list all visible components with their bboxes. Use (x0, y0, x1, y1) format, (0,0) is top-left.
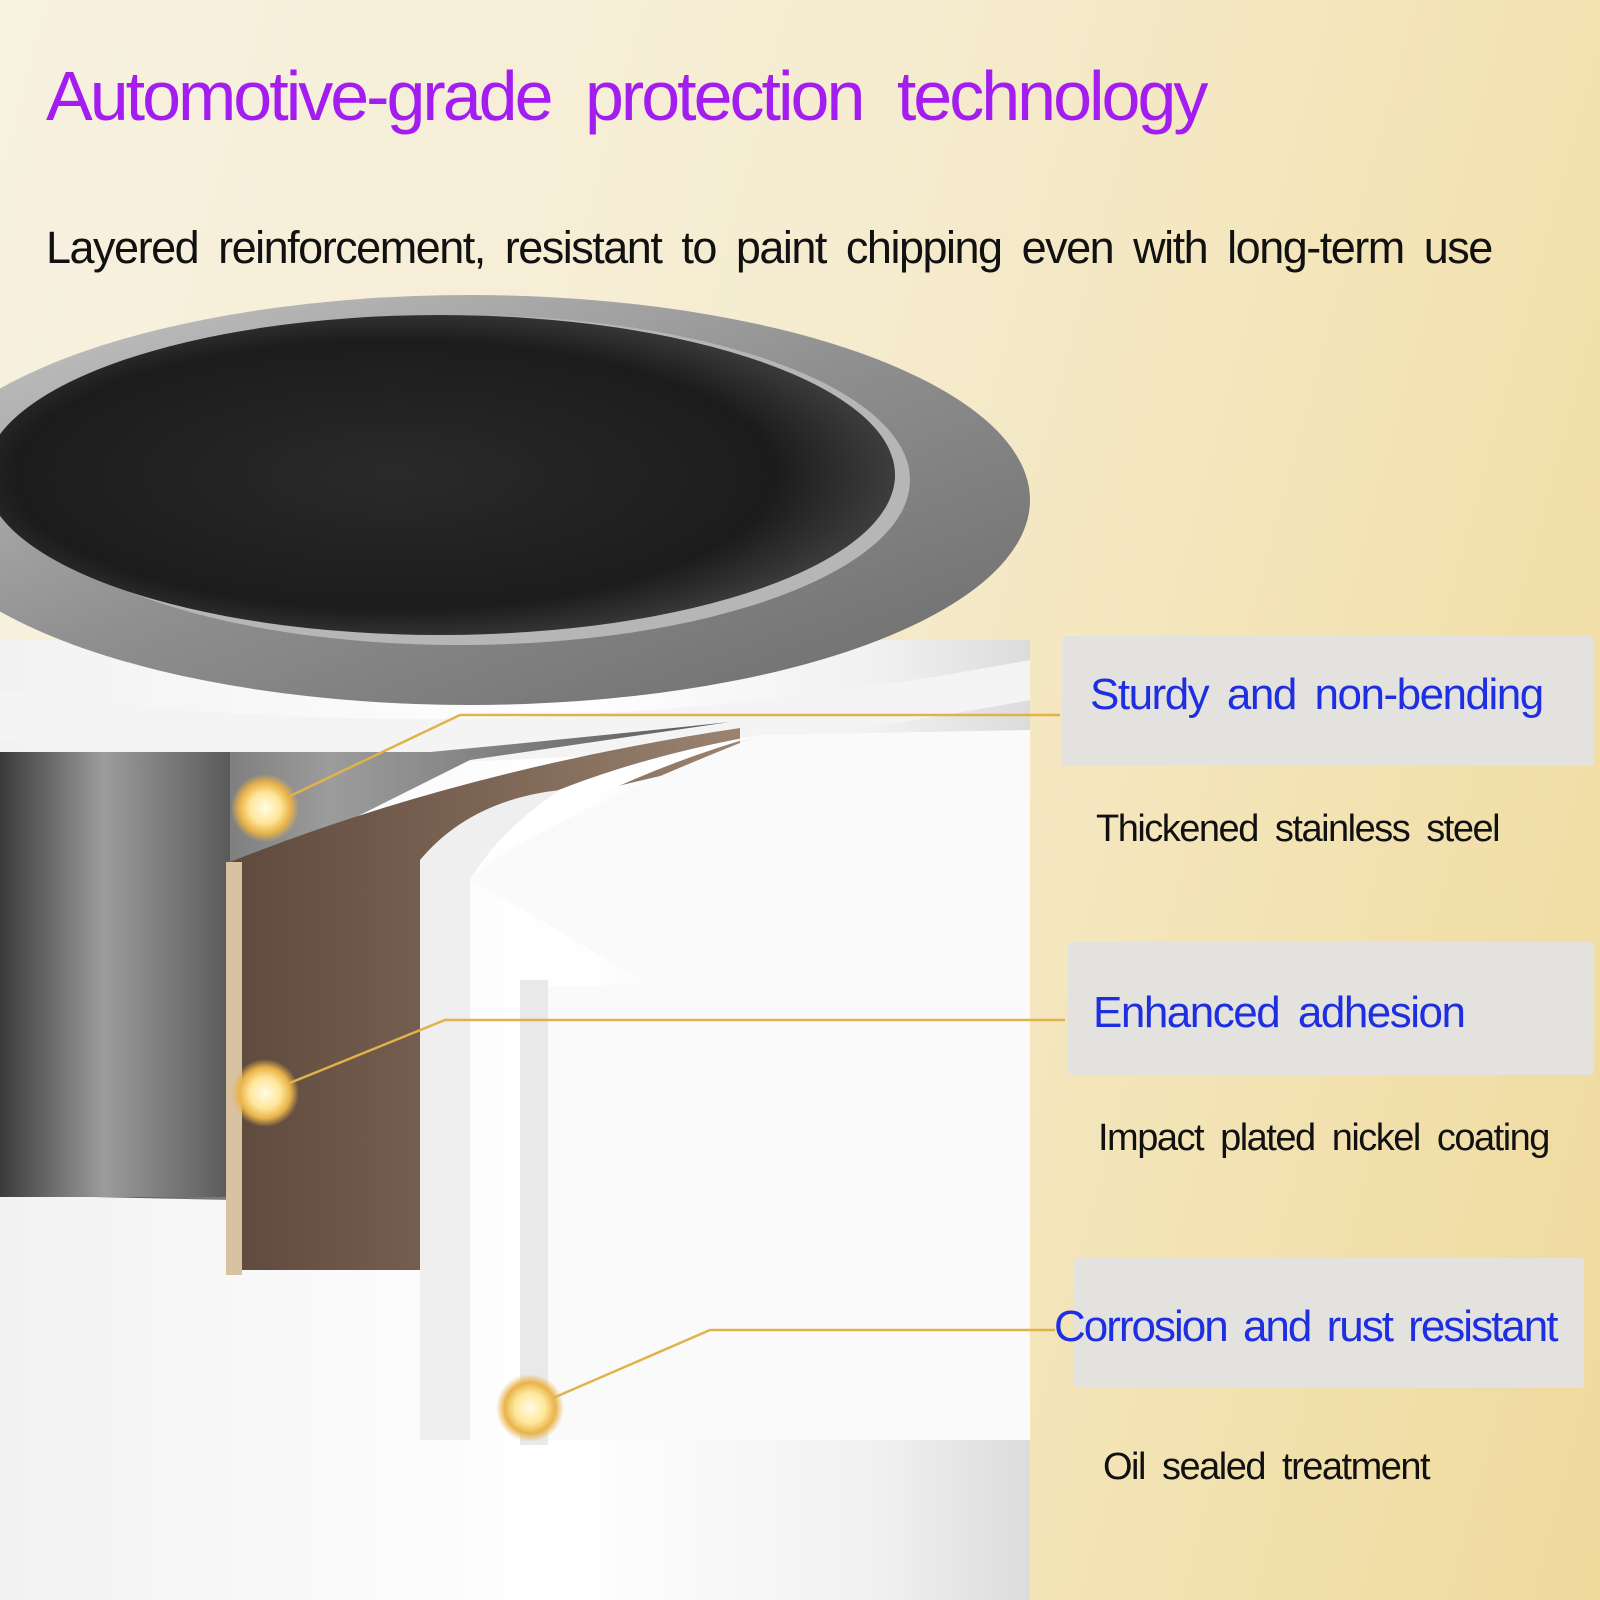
callout-dot (231, 774, 299, 842)
feature-title-corrosion: Corrosion and rust resistant (1054, 1302, 1558, 1351)
page-title: Automotive-grade protection technology (46, 57, 1208, 135)
feature-title-sturdy: Sturdy and non-bending (1090, 670, 1544, 719)
page-subtitle: Layered reinforcement, resistant to pain… (46, 222, 1493, 273)
feature-box-corrosion (1074, 1258, 1584, 1388)
feature-desc-corrosion: Oil sealed treatment (1103, 1446, 1431, 1488)
feature-desc-adhesion: Impact plated nickel coating (1098, 1117, 1550, 1159)
feature-title-adhesion: Enhanced adhesion (1093, 988, 1466, 1037)
feature-box-adhesion (1068, 942, 1594, 1075)
callout-dot (496, 1374, 564, 1442)
feature-desc-sturdy: Thickened stainless steel (1096, 808, 1501, 850)
callout-dot (231, 1059, 299, 1127)
feature-box-sturdy (1062, 636, 1594, 766)
